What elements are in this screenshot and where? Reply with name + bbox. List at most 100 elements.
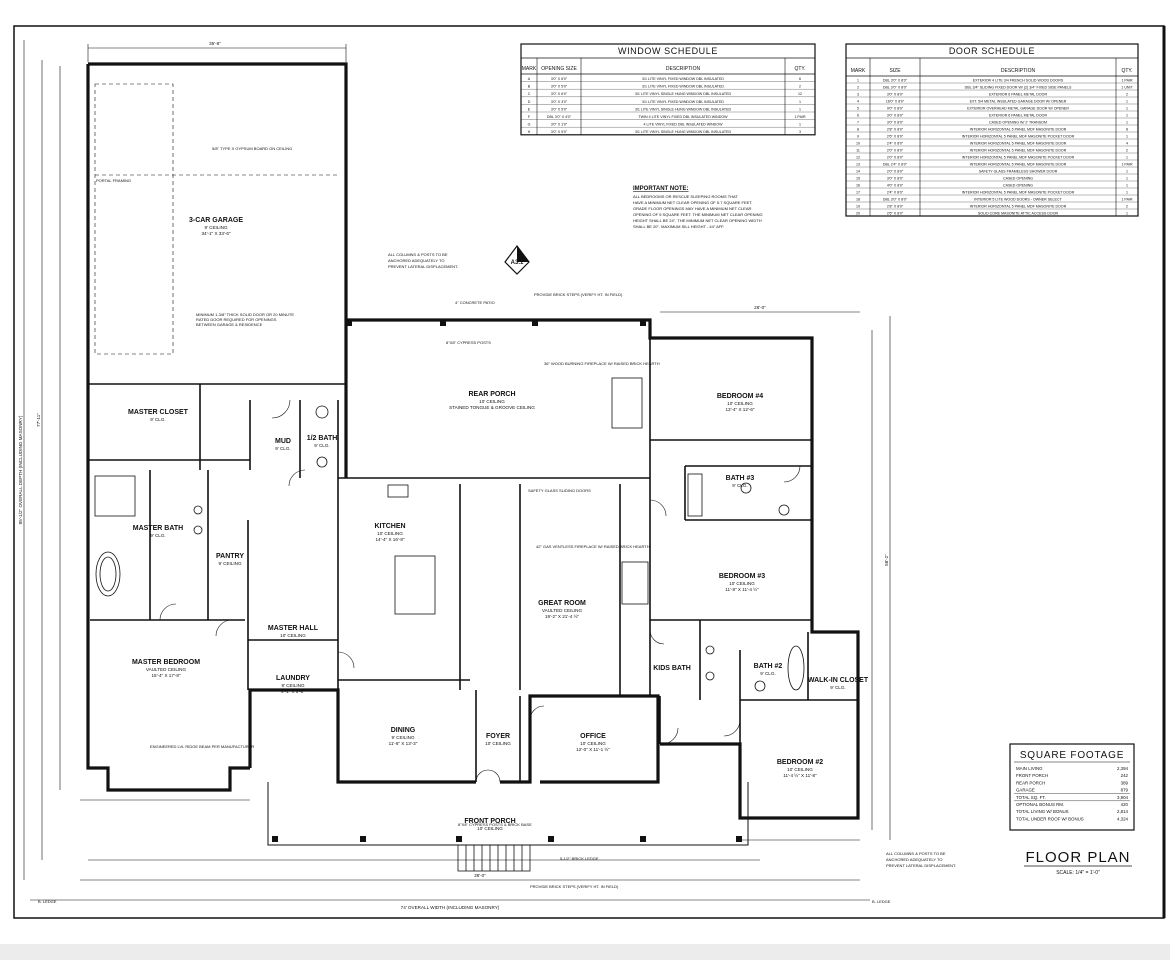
room-label-master-bath: MASTER BATH (133, 525, 183, 532)
schedule-cell: DBL 3'0" X 8'0" (883, 85, 908, 89)
schedule-cell: 1 (1126, 183, 1128, 187)
schedule-cell: 20 (856, 211, 860, 215)
schedule-cell: 3'0" X 8'0" (887, 120, 904, 124)
schedule-cell: 3/1 LITE VINYL FIXED WINDOW DBL INSULATE… (642, 77, 724, 81)
schedule-cell: INTERIOR 5 LITE WOOD DOORS - OWNER SELEC… (974, 197, 1062, 201)
important-note-line: HAVE A MINIMUM NET CLEAR OPENING OF 5.7 … (633, 200, 752, 205)
callouts: 4" CONCRETE PATIO PROVIDE BRICK STEPS (V… (96, 146, 660, 889)
schedule-header-cell: DESCRIPTION (1001, 68, 1036, 74)
schedule-cell: 3'0" X 6'0" (551, 77, 568, 81)
dim-bottom-mid: 38'-0" (474, 873, 486, 878)
schedule-cell: INTERIOR HORIZONTAL 5 PANEL MDF MASONITE… (970, 162, 1067, 166)
schedule-cell: 7 (857, 120, 859, 124)
important-note-line: OPENING OF 5 SQUARE FEET. THE MINIMUM NE… (633, 212, 763, 217)
schedule-cell: SOLID CORE MASONITE ATTIC ACCESS DOOR (978, 211, 1059, 215)
column-note-line: ALL COLUMNS & POSTS TO BE (388, 252, 448, 257)
room-label-rear-porch: REAR PORCH (468, 391, 515, 398)
room-label-great-room: GREAT ROOM (538, 600, 586, 607)
sqft-value: 420 (1121, 802, 1129, 807)
schedule-cell: 9'0" X 8'0" (887, 106, 904, 110)
schedule-cell: B (528, 85, 531, 89)
sqft-value: 2,814 (1117, 809, 1129, 814)
title-block: FLOOR PLAN SCALE: 1/4" = 1'-0" (1024, 849, 1132, 876)
sqft-title: SQUARE FOOTAGE (1020, 750, 1124, 761)
room-ceiling-master-hall: 10' CEILING (280, 633, 306, 638)
callout-lvl-ridge: ENGINEERED LVL RIDGE BEAM PER MANUFACTUR… (150, 744, 254, 749)
schedule-cell: 3/1 LITE VINYL SINGLE HUNG WINDOW DBL IN… (635, 92, 732, 96)
callout-concrete-patio: 4" CONCRETE PATIO (455, 300, 495, 305)
schedule-cell: 2'0" X 8'0" (887, 148, 904, 152)
schedule-header-cell: MARK (522, 66, 537, 72)
schedule-cell: 14 (856, 169, 860, 173)
schedule-cell: SAFETY GLASS FRAMELESS SHOWER DOOR (979, 169, 1058, 173)
room-dims-kitchen: 14'-4" X 16'-8" (375, 537, 404, 542)
room-label-bedroom-4: BEDROOM #4 (717, 393, 763, 400)
schedule-cell: 1 (1126, 211, 1128, 215)
schedule-header-cell: OPENING SIZE (541, 66, 577, 72)
column-note-line: PREVENT LATERAL DISPLACEMENT. (388, 264, 458, 269)
schedule-cell: 1 (857, 78, 859, 82)
room-label-walk-in-closet: WALK-IN CLOSET (808, 677, 869, 684)
schedule-cell: 19 (856, 204, 860, 208)
schedule-cell: 13 (856, 162, 860, 166)
room-label-bath-3: BATH #3 (726, 475, 755, 482)
room-label-kitchen: KITCHEN (374, 523, 405, 530)
schedule-cell: 2 (857, 85, 859, 89)
room-label-foyer: FOYER (486, 733, 510, 740)
schedule-cell: 4'0" X 8'0" (887, 183, 904, 187)
room-label-bedroom-2: BEDROOM #2 (777, 759, 823, 766)
schedule-cell: 2'0" X 8'0" (887, 155, 904, 159)
schedule-cell: 2'8" X 8'0" (887, 127, 904, 131)
room-label-bedroom-3: BEDROOM #3 (719, 573, 765, 580)
schedule-cell: 3/1 LITE VINYL FIXED WINDOW DBL INSULATE… (642, 85, 724, 89)
column-note-line: PREVENT LATERAL DISPLACEMENT. (886, 863, 956, 868)
dim-overall-width: 74' OVERALL WIDTH (INCLUDING MASONRY) (401, 905, 500, 910)
room-ceiling-kitchen: 10' CEILING (377, 531, 403, 536)
porch-columns (272, 320, 742, 842)
dim-overall-depth: 85'-1/2" OVERALL DEPTH (INCLUDING MASONR… (18, 415, 23, 524)
room-dims-bedroom-3: 11'-8" X 11'-4 ½" (725, 586, 759, 592)
schedule-cell: 1 (1126, 169, 1128, 173)
room-ceiling-mud: 9' CLG. (275, 446, 290, 451)
schedule-cell: H (528, 130, 531, 134)
schedule-cell: 4 (1126, 141, 1128, 145)
door-swings (159, 399, 801, 783)
room-label-laundry: LAUNDRY (276, 675, 310, 682)
schedule-cell: 2 (1126, 148, 1128, 152)
schedule-cell: 1 (799, 123, 801, 127)
schedule-cell: CASED OPENING W/ 2' TRANSOM (989, 120, 1047, 124)
callout-front-porch-posts: 8"X8" CYPRESS POSTS & BRICK BASE (458, 822, 532, 827)
schedule-cell: 3 (857, 92, 859, 96)
schedule-cell: 3'0" X 8'0" (887, 176, 904, 180)
room-ceiling-great-room: VAULTED CEILING (542, 608, 583, 613)
schedule-cell: 1 PAIR (1121, 162, 1133, 166)
schedule-cell: 3'0" X 1'0" (551, 123, 568, 127)
exterior-walls (86, 62, 860, 820)
schedule-cell: 3'0" X 5'0" (551, 130, 568, 134)
schedule-cell: 2 (1126, 92, 1128, 96)
schedule-cell: 3/1 LITE VINYL SINGLE HUNG WINDOW DBL IN… (635, 107, 732, 111)
schedule-cell: 2 (799, 85, 801, 89)
front-porch-slab (267, 782, 749, 846)
schedule-header-cell: DESCRIPTION (666, 66, 701, 72)
schedule-cell: 1 PAIR (1121, 197, 1133, 201)
garage-dashed-lines (94, 83, 340, 355)
room-label-garage: 3-CAR GARAGE (189, 217, 243, 224)
schedule-cell: EXT. 5/4 METAL INSULATED GARAGE DOOR W/ … (970, 99, 1067, 103)
b-ledge-left: B. LEDGE (38, 899, 57, 904)
schedule-cell: EXTERIOR 6 PANEL METAL DOOR (989, 113, 1048, 117)
room-dims-office: 12'-0" X 11'-1 ½" (576, 746, 610, 752)
schedule-cell: 1 (1126, 190, 1128, 194)
important-note-line: HEIGHT SHALL BE 24". THE MINIMUM NET CLE… (633, 218, 762, 223)
schedule-cell: 3'0" X 8'0" (887, 92, 904, 96)
schedule-cell: 6 (799, 77, 801, 81)
section-marker-label: A3.1 (511, 260, 524, 266)
schedule-cell: 1 (1126, 120, 1128, 124)
schedule-cell: 2'8" X 8'0" (887, 204, 904, 208)
room-label-dining: DINING (391, 727, 416, 734)
schedule-cell: INTERIOR HORIZONTAL 5 PANEL MDF MASONITE… (970, 204, 1067, 208)
dim-left-total: 77'-11" (36, 413, 41, 427)
room-ceiling-master-closet: 9' CLG. (150, 417, 165, 422)
b-ledge-right: B. LEDGE (872, 899, 891, 904)
schedule-cell: 12 (856, 155, 860, 159)
